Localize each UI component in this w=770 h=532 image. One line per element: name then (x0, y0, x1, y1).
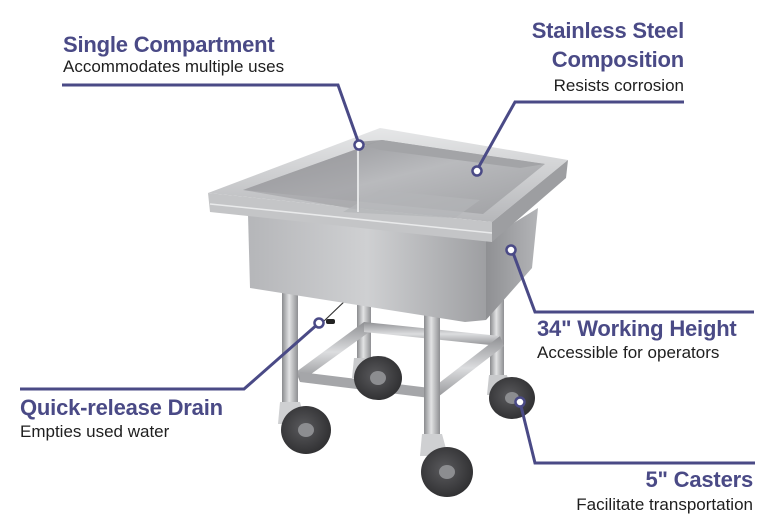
callout-stainless-steel: Stainless Steel Composition Resists corr… (531, 16, 685, 96)
callout-dot-single-compartment (353, 139, 365, 151)
frame-bars (296, 322, 504, 400)
callout-line-stainless-steel (475, 100, 684, 171)
callout-title: Quick-release Drain (20, 395, 223, 420)
callout-description: Accommodates multiple uses (63, 57, 285, 76)
callout-dot-stainless-steel (471, 165, 483, 177)
callout-description: Empties used water (20, 422, 170, 441)
callout-title-line1: Stainless Steel (531, 18, 685, 43)
callout-dots (313, 139, 526, 408)
callout-dot-casters (514, 396, 526, 408)
callout-title-line2: Composition (551, 47, 684, 72)
callout-description: Facilitate transportation (576, 495, 753, 514)
front-legs (282, 282, 440, 440)
back-casters (352, 356, 535, 419)
callout-dot-quick-release-drain (313, 317, 325, 329)
callout-title: 34" Working Height (537, 316, 737, 341)
callout-description: Accessible for operators (537, 343, 720, 362)
callout-title: 5" Casters (645, 467, 754, 492)
callout-casters: 5" Casters Facilitate transportation (576, 468, 753, 515)
callout-single-compartment: Single Compartment Accommodates multiple… (63, 33, 284, 77)
front-casters (278, 402, 473, 497)
callout-working-height: 34" Working Height Accessible for operat… (537, 317, 737, 363)
callout-quick-release-drain: Quick-release Drain Empties used water (20, 396, 223, 442)
callout-line-working-height (510, 249, 754, 314)
callout-line-quick-release-drain (20, 321, 320, 391)
sink-basin (208, 128, 568, 322)
callout-description: Resists corrosion (553, 76, 684, 95)
callout-title: Single Compartment (63, 32, 275, 57)
callout-lines (20, 83, 755, 465)
callout-line-casters (518, 401, 755, 465)
callout-dot-working-height (505, 244, 517, 256)
callout-line-single-compartment (62, 83, 361, 145)
